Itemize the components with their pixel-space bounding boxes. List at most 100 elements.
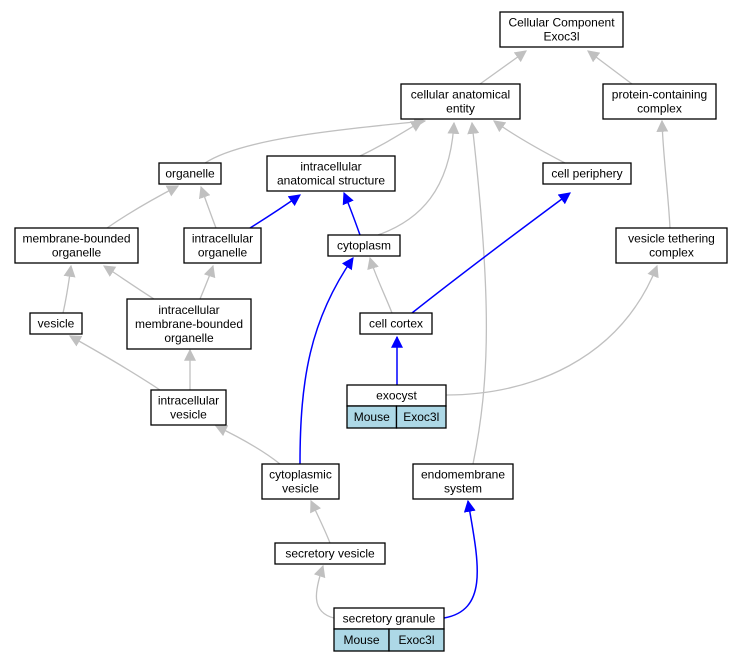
node-label: cellular anatomical (411, 88, 510, 102)
is-a-edge-cytoplasmic-vesicle-to-intracellular-vesicle (214, 425, 281, 465)
annotation-organism-label: Mouse (343, 633, 379, 647)
node-box (266, 155, 396, 192)
annotation-gene-label: Exoc3l (398, 633, 434, 647)
node-label: cell cortex (369, 317, 423, 331)
is-a-edge-protein-containing-complex-to-cellular-component-exoc3l (587, 50, 633, 85)
node-label: system (444, 482, 482, 496)
node-box (274, 542, 386, 565)
node-box (29, 312, 83, 335)
is-a-edge-intracellular-membrane-bounded-organelle-to-membrane-bounded-organelle (102, 265, 155, 300)
node-label: secretory granule (343, 612, 436, 626)
part-of-edge-cell-cortex-to-cell-periphery (411, 192, 571, 314)
node-secretory-vesicle[interactable]: secretory vesicle (274, 542, 386, 565)
node-box (183, 227, 262, 264)
node-label: endomembrane (421, 468, 505, 482)
is-a-edge-cytoplasm-to-cellular-anatomical-entity (377, 121, 460, 236)
node-label: intracellular (192, 232, 253, 246)
node-box (158, 162, 222, 185)
node-label: vesicle (170, 408, 207, 422)
node-label: secretory vesicle (285, 547, 375, 561)
node-box (150, 389, 227, 426)
node-label: cytoplasm (337, 239, 391, 253)
node-vesicle[interactable]: vesicle (29, 312, 83, 335)
is-a-edge-vesicle-to-membrane-bounded-organelle (62, 264, 76, 314)
is-a-edge-secretory-vesicle-to-cytoplasmic-vesicle (310, 499, 331, 544)
node-cell-cortex[interactable]: cell cortex (359, 312, 433, 335)
node-label: organelle (52, 246, 102, 260)
node-cell-periphery[interactable]: cell periphery (542, 162, 632, 185)
node-box (499, 11, 624, 48)
node-label: organelle (198, 246, 248, 260)
node-box (327, 234, 401, 257)
is-a-edge-intracellular-vesicle-to-vesicle (68, 335, 161, 391)
node-box (542, 162, 632, 185)
node-label: vesicle (38, 317, 75, 331)
node-label: organelle (165, 167, 215, 181)
node-box (602, 83, 717, 120)
is-a-edge-exocyst-to-vesicle-tethering-complex (445, 264, 659, 396)
node-box (261, 463, 340, 500)
node-label: cytoplasmic (269, 468, 332, 482)
node-label: exocyst (376, 389, 417, 403)
node-label: entity (446, 102, 475, 116)
node-box (412, 463, 514, 500)
node-label: anatomical structure (277, 174, 385, 188)
node-box (14, 227, 139, 264)
is-a-edge-membrane-bounded-organelle-to-organelle (106, 185, 180, 229)
node-organelle[interactable]: organelle (158, 162, 222, 185)
part-of-edge-cytoplasm-to-intracellular-anatomical-structure (342, 191, 361, 236)
annotation-gene-label: Exoc3l (403, 410, 439, 424)
is-a-edge-intracellular-organelle-to-organelle (198, 185, 217, 229)
node-label: organelle (164, 331, 214, 345)
node-label: intracellular (158, 394, 219, 408)
node-label: protein-containing (612, 88, 707, 102)
node-label: intracellular (158, 303, 219, 317)
annotation-gene-cell (395, 405, 447, 429)
node-label: complex (649, 246, 694, 260)
part-of-edge-cytoplasmic-vesicle-to-cytoplasm (299, 257, 354, 465)
annotation-organism-label: Mouse (354, 410, 390, 424)
is-a-edge-cell-periphery-to-cellular-anatomical-entity (493, 120, 566, 164)
node-box (126, 298, 252, 350)
is-a-edge-cellular-anatomical-entity-to-cellular-component-exoc3l (479, 50, 527, 85)
node-box (615, 227, 728, 264)
is-a-edge-endomembrane-system-to-cellular-anatomical-entity (467, 121, 488, 465)
is-a-edge-cell-cortex-to-cytoplasm (367, 256, 393, 314)
is-a-edge-intracellular-membrane-bounded-organelle-to-intracellular-organelle (199, 264, 216, 300)
edges-layer (62, 50, 671, 619)
node-label: Exoc3l (543, 30, 579, 44)
is-a-edge-organelle-to-cellular-anatomical-entity (204, 116, 427, 164)
annotation-gene-cell (388, 628, 445, 652)
is-a-edge-vesicle-tethering-complex-to-protein-containing-complex (656, 119, 671, 229)
is-a-edge-intracellular-anatomical-structure-to-cellular-anatomical-entity (359, 120, 424, 157)
node-box (359, 312, 433, 335)
node-label: Cellular Component (508, 16, 615, 30)
node-box (400, 83, 521, 120)
node-label: complex (637, 102, 682, 116)
node-label: membrane-bounded (22, 232, 130, 246)
node-label: cell periphery (551, 167, 622, 181)
part-of-edge-secretory-granule-to-endomembrane-system (443, 499, 478, 619)
node-label: vesicle (282, 482, 319, 496)
node-label: membrane-bounded (135, 317, 243, 331)
part-of-edge-intracellular-organelle-to-intracellular-anatomical-structure (249, 194, 301, 229)
node-cytoplasm[interactable]: cytoplasm (327, 234, 401, 257)
node-label: intracellular (300, 160, 361, 174)
is-a-edge-secretory-granule-to-secretory-vesicle (313, 564, 335, 619)
node-label: vesicle tethering (628, 232, 715, 246)
